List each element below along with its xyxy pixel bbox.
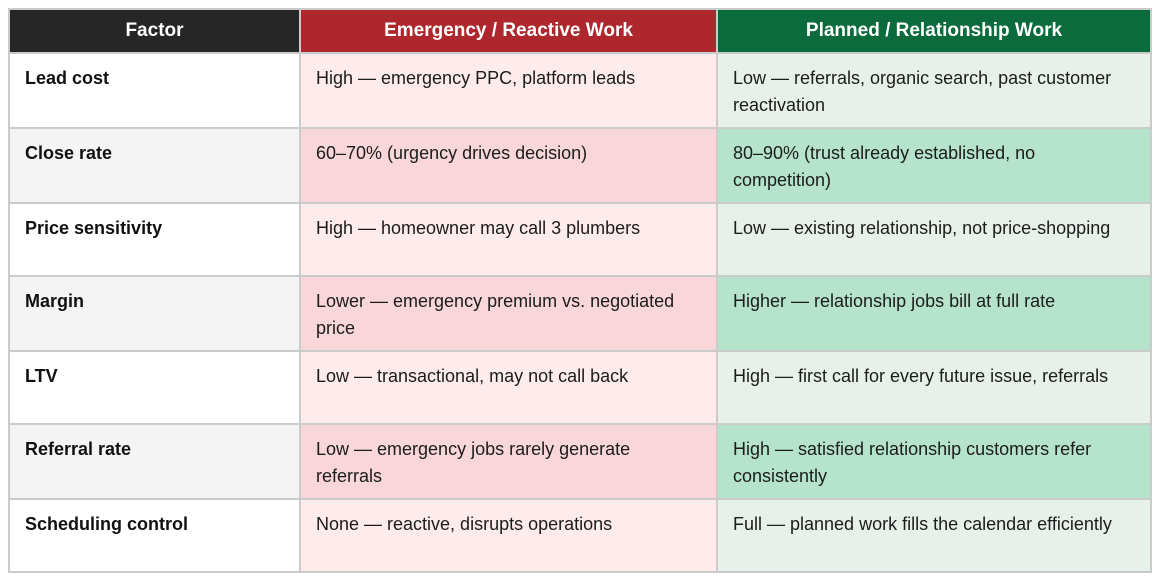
table-row-scheduling-control: Scheduling control None — reactive, disr… bbox=[8, 498, 1152, 573]
emergency-cell: High — emergency PPC, platform leads bbox=[299, 52, 718, 129]
planned-cell: High — satisfied relationship customers … bbox=[716, 423, 1152, 500]
planned-cell: Higher — relationship jobs bill at full … bbox=[716, 275, 1152, 352]
emergency-cell: Lower — emergency premium vs. negotiated… bbox=[299, 275, 718, 352]
planned-cell: Full — planned work fills the calendar e… bbox=[716, 498, 1152, 573]
emergency-cell: None — reactive, disrupts operations bbox=[299, 498, 718, 573]
column-header-factor: Factor bbox=[8, 8, 301, 54]
table-row-close-rate: Close rate 60–70% (urgency drives decisi… bbox=[8, 127, 1152, 204]
planned-cell: Low — referrals, organic search, past cu… bbox=[716, 52, 1152, 129]
table-header: Factor Emergency / Reactive Work Planned… bbox=[8, 8, 1152, 54]
factor-cell: Close rate bbox=[8, 127, 301, 204]
table-row-ltv: LTV Low — transactional, may not call ba… bbox=[8, 350, 1152, 425]
planned-cell: High — first call for every future issue… bbox=[716, 350, 1152, 425]
planned-cell: Low — existing relationship, not price-s… bbox=[716, 202, 1152, 277]
table-row-lead-cost: Lead cost High — emergency PPC, platform… bbox=[8, 52, 1152, 129]
factor-cell: Scheduling control bbox=[8, 498, 301, 573]
table-row-price-sensitivity: Price sensitivity High — homeowner may c… bbox=[8, 202, 1152, 277]
emergency-cell: High — homeowner may call 3 plumbers bbox=[299, 202, 718, 277]
table-body: Lead cost High — emergency PPC, platform… bbox=[8, 52, 1152, 573]
emergency-cell: Low — emergency jobs rarely generate ref… bbox=[299, 423, 718, 500]
planned-cell: 80–90% (trust already established, no co… bbox=[716, 127, 1152, 204]
factor-cell: Margin bbox=[8, 275, 301, 352]
factor-cell: Referral rate bbox=[8, 423, 301, 500]
factor-cell: LTV bbox=[8, 350, 301, 425]
comparison-table: Factor Emergency / Reactive Work Planned… bbox=[8, 8, 1152, 573]
factor-cell: Price sensitivity bbox=[8, 202, 301, 277]
table-row-margin: Margin Lower — emergency premium vs. neg… bbox=[8, 275, 1152, 352]
header-row: Factor Emergency / Reactive Work Planned… bbox=[8, 8, 1152, 54]
table-row-referral-rate: Referral rate Low — emergency jobs rarel… bbox=[8, 423, 1152, 500]
emergency-cell: Low — transactional, may not call back bbox=[299, 350, 718, 425]
factor-cell: Lead cost bbox=[8, 52, 301, 129]
emergency-cell: 60–70% (urgency drives decision) bbox=[299, 127, 718, 204]
column-header-emergency: Emergency / Reactive Work bbox=[299, 8, 718, 54]
column-header-planned: Planned / Relationship Work bbox=[716, 8, 1152, 54]
